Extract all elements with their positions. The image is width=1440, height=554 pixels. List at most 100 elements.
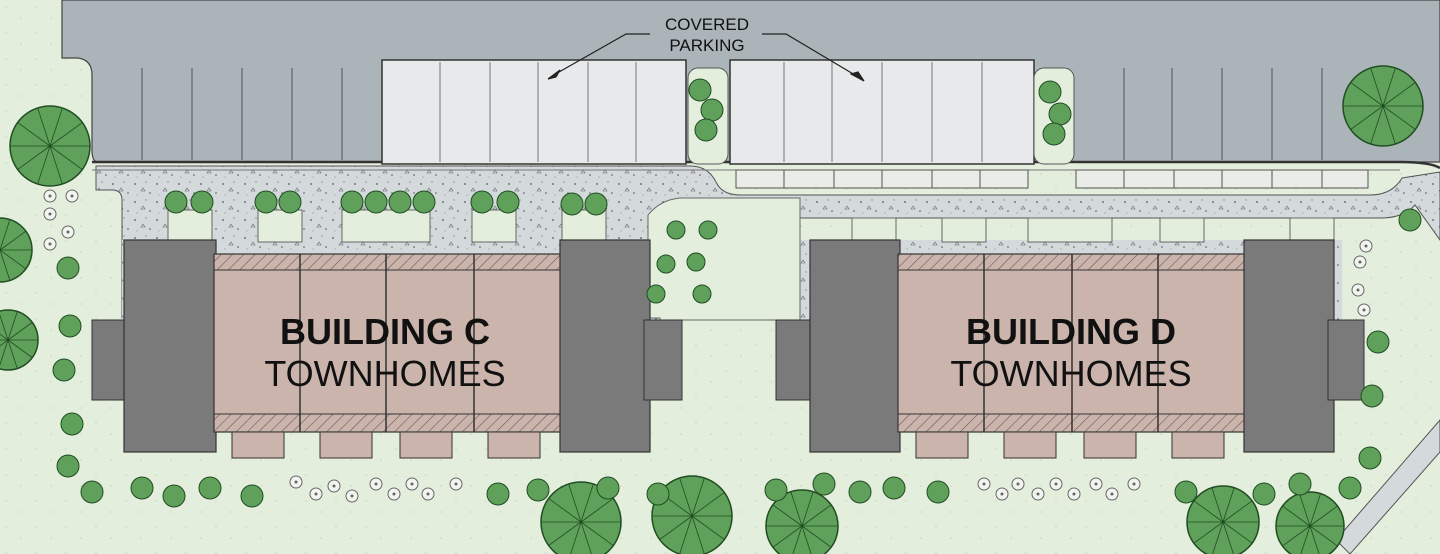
shrub-icon xyxy=(486,482,510,506)
grass-icon xyxy=(1011,477,1025,491)
carport-left xyxy=(381,59,687,165)
shrub-icon xyxy=(254,190,278,214)
grass-icon xyxy=(43,189,57,203)
shrub-icon xyxy=(812,472,836,496)
shrub-icon xyxy=(698,220,718,240)
shrub-icon xyxy=(496,190,520,214)
shrub-icon xyxy=(560,192,584,216)
grass-icon xyxy=(1357,303,1371,317)
shrub-icon xyxy=(1358,446,1382,470)
shrub-icon xyxy=(848,480,872,504)
shrub-icon xyxy=(340,190,364,214)
building-d-label: BUILDING D TOWNHOMES xyxy=(916,314,1226,392)
shrub-icon xyxy=(1174,480,1198,504)
shrub-icon xyxy=(700,98,724,122)
shrub-icon xyxy=(1048,102,1072,126)
building-c-title: BUILDING C xyxy=(280,311,490,352)
grass-icon xyxy=(43,207,57,221)
grass-icon xyxy=(449,477,463,491)
grass-icon xyxy=(369,477,383,491)
shrub-icon xyxy=(526,478,550,502)
tree-icon xyxy=(0,309,39,371)
shrub-icon xyxy=(130,476,154,500)
shrub-icon xyxy=(162,484,186,508)
grass-icon xyxy=(1067,487,1081,501)
tree-icon xyxy=(0,217,33,283)
shrub-icon xyxy=(686,252,706,272)
grass-icon xyxy=(1127,477,1141,491)
shrub-icon xyxy=(1038,80,1062,104)
grass-icon xyxy=(43,237,57,251)
building-d-title: BUILDING D xyxy=(966,311,1176,352)
shrub-icon xyxy=(56,454,80,478)
large-trees xyxy=(0,65,1424,554)
walking-path xyxy=(1335,419,1440,554)
bench-row xyxy=(735,169,1369,189)
shrub-icon xyxy=(584,192,608,216)
tree-icon xyxy=(1342,65,1424,147)
shrub-icon xyxy=(882,476,906,500)
parking-stripes xyxy=(141,68,1323,160)
grass-icon xyxy=(421,487,435,501)
grass-icon xyxy=(65,189,79,203)
tree-icon xyxy=(9,105,91,187)
building-c-subtitle: TOWNHOMES xyxy=(264,353,506,394)
shrub-icon xyxy=(52,358,76,382)
covered-parking-line-1: COVERED xyxy=(664,15,750,34)
shrub-icon xyxy=(60,412,84,436)
shrub-icon xyxy=(388,190,412,214)
carport-right xyxy=(729,59,1035,165)
grass-icon xyxy=(1351,283,1365,297)
building-d xyxy=(775,239,1365,459)
building-d-subtitle: TOWNHOMES xyxy=(950,353,1192,394)
shrub-icon xyxy=(164,190,188,214)
grass-icon xyxy=(289,475,303,489)
shrub-icon xyxy=(596,476,620,500)
covered-parking-line-2: PARKING xyxy=(669,36,745,55)
grass-icon xyxy=(1049,477,1063,491)
shrubs xyxy=(52,78,1422,508)
grass-icon xyxy=(1089,477,1103,491)
shrub-icon xyxy=(1338,476,1362,500)
shrub-icon xyxy=(764,478,788,502)
building-c-label: BUILDING C TOWNHOMES xyxy=(230,314,540,392)
grass-icon xyxy=(995,487,1009,501)
grass-icon xyxy=(387,487,401,501)
tree-icon xyxy=(1275,491,1345,554)
tree-icon xyxy=(765,489,839,554)
grass-icon xyxy=(61,225,75,239)
shrub-icon xyxy=(1398,208,1422,232)
tree-icon xyxy=(1186,485,1260,554)
grass-icon xyxy=(345,489,359,503)
building-c xyxy=(91,239,683,459)
shrub-icon xyxy=(926,480,950,504)
grass-icon xyxy=(1353,255,1367,269)
shrub-icon xyxy=(240,484,264,508)
shrub-icon xyxy=(56,256,80,280)
shrub-icon xyxy=(278,190,302,214)
shrub-icon xyxy=(694,118,718,142)
shrub-icon xyxy=(198,476,222,500)
grass-icon xyxy=(1031,487,1045,501)
grass-icon xyxy=(327,479,341,493)
grass-icon xyxy=(309,487,323,501)
shrub-icon xyxy=(1366,330,1390,354)
shrub-icon xyxy=(58,314,82,338)
shrub-icon xyxy=(692,284,712,304)
shrub-icon xyxy=(1252,482,1276,506)
shrub-icon xyxy=(190,190,214,214)
shrub-icon xyxy=(1042,122,1066,146)
shrub-icon xyxy=(364,190,388,214)
tree-icon xyxy=(651,475,733,554)
grass-icon xyxy=(1105,487,1119,501)
shrub-icon xyxy=(80,480,104,504)
shrub-icon xyxy=(1288,472,1312,496)
shrub-icon xyxy=(646,482,670,506)
shrub-icon xyxy=(656,254,676,274)
grass-icon xyxy=(977,477,991,491)
shrub-icon xyxy=(688,78,712,102)
grass-icon xyxy=(405,477,419,491)
shrub-icon xyxy=(470,190,494,214)
shrub-icon xyxy=(666,220,686,240)
